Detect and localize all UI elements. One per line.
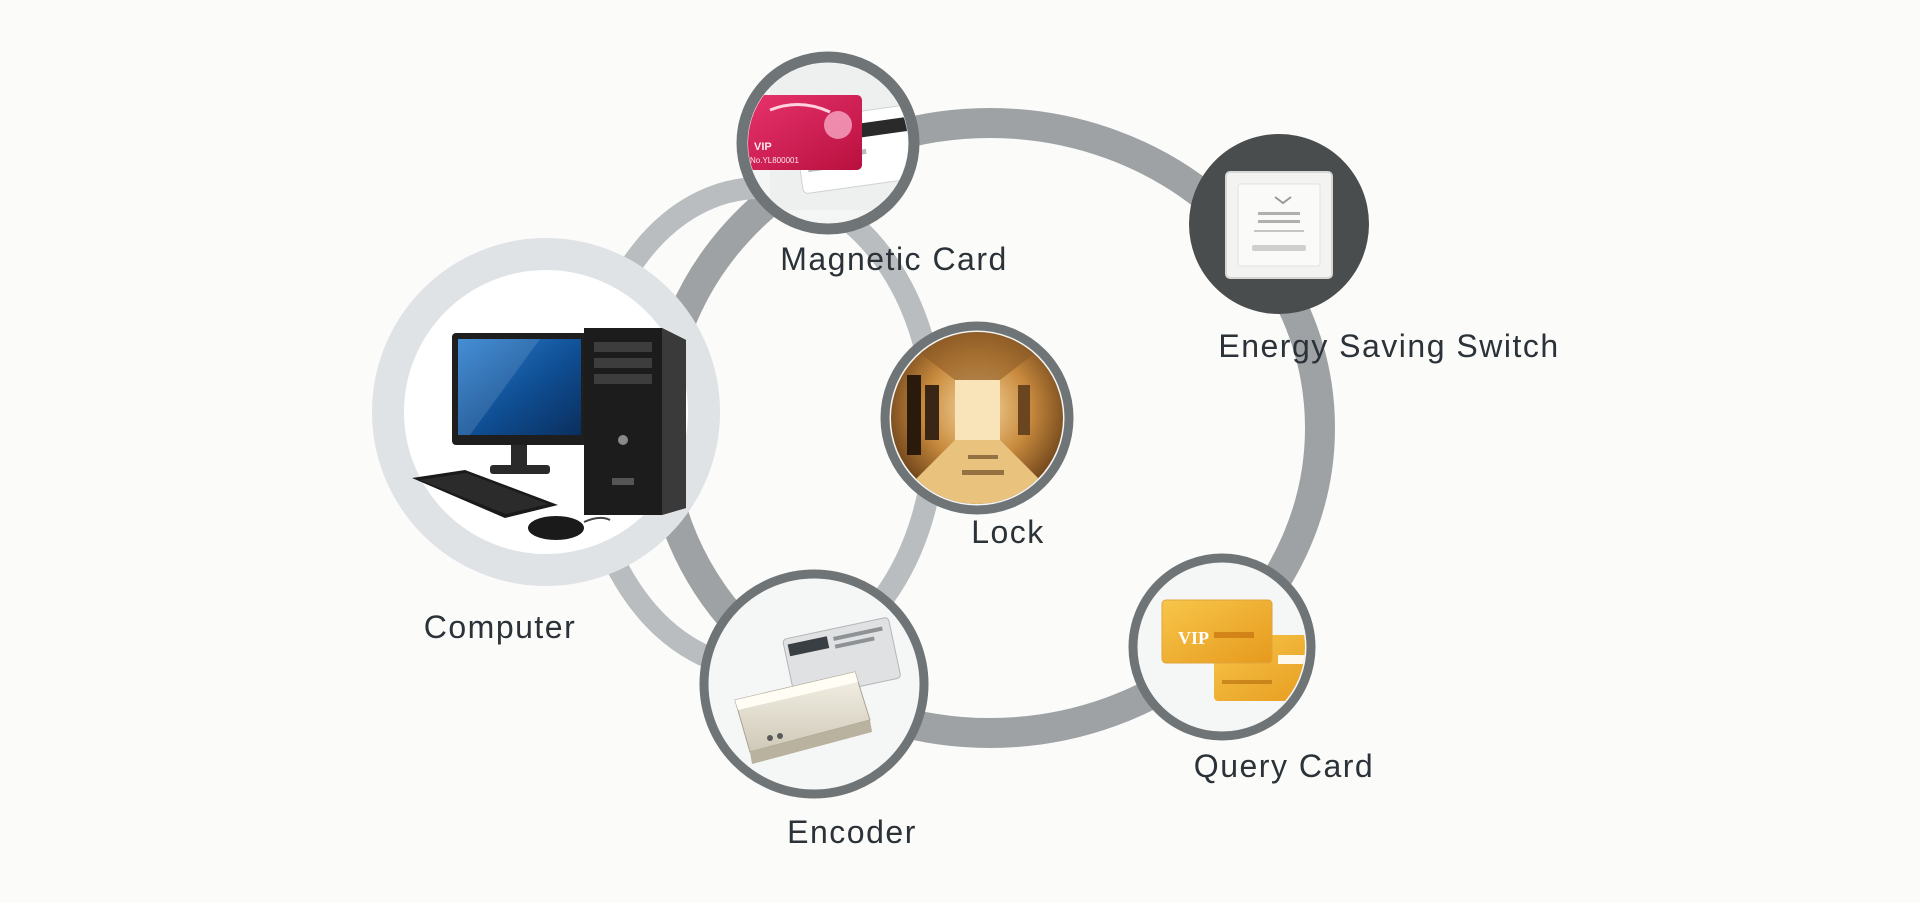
query-card-icon: VIP [1161, 599, 1305, 701]
node-magnetic-card: VIP No.YL800001 Magnetic Card [736, 51, 1008, 277]
computer-icon [412, 328, 686, 540]
label-encoder: Encoder [787, 814, 917, 850]
label-lock: Lock [971, 514, 1045, 550]
node-computer [372, 238, 720, 586]
energy-switch-icon [1225, 171, 1333, 279]
node-energy-switch: Energy Saving Switch [1189, 134, 1559, 364]
label-query-card: Query Card [1194, 748, 1374, 784]
label-computer: Computer [424, 609, 577, 645]
node-encoder: Encoder [699, 569, 929, 850]
card-encoder-icon [734, 617, 901, 764]
label-magnetic-card: Magnetic Card [780, 241, 1008, 277]
vip-card-number: No.YL800001 [750, 156, 799, 165]
label-energy-switch: Energy Saving Switch [1218, 328, 1559, 364]
query-card-vip-text: VIP [1178, 628, 1209, 648]
node-query-card: VIP Query Card [1128, 553, 1374, 784]
vip-card-text: VIP [754, 141, 772, 153]
node-lock: Lock [880, 321, 1074, 550]
magnetic-card-icon: VIP No.YL800001 [748, 63, 908, 210]
